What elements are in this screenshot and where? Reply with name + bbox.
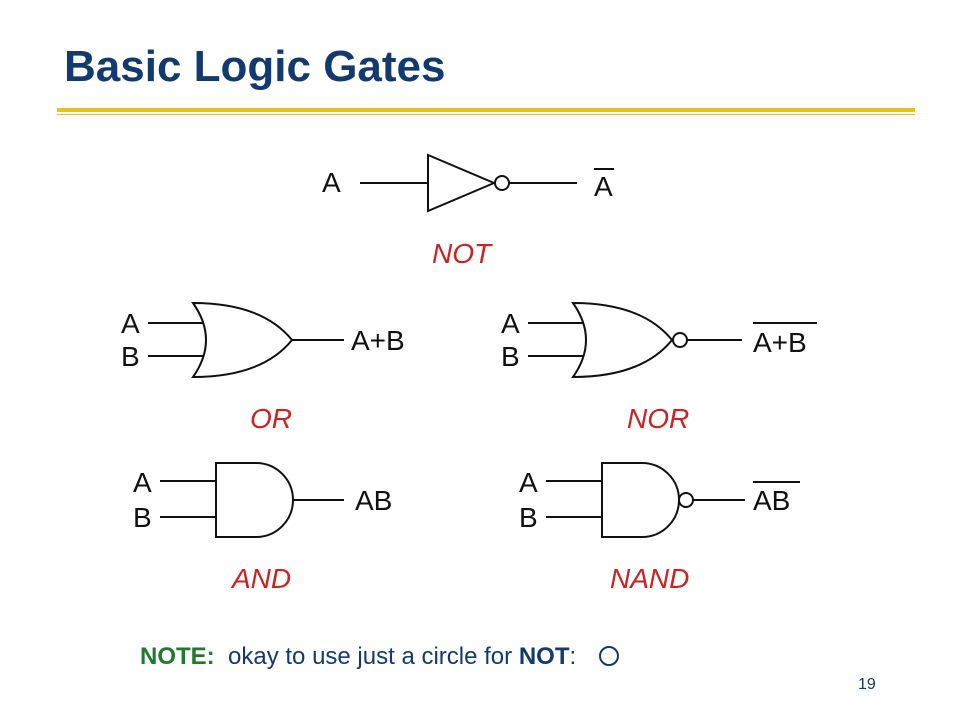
not-inversion-bubble (494, 175, 510, 191)
nand-output: AB (753, 485, 790, 516)
not-gate: A A NOT (322, 153, 614, 269)
not-gate-name: NOT (432, 238, 493, 269)
nor-input-b: B (501, 341, 520, 372)
and-input-a: A (133, 467, 152, 498)
and-input-b: B (133, 502, 152, 533)
slide-title: Basic Logic Gates (64, 42, 446, 91)
nand-gate-name: NAND (610, 563, 689, 594)
nand-inversion-bubble (678, 492, 694, 508)
note-line: NOTE: okay to use just a circle for NOT: (140, 643, 619, 671)
title-underline-thin (57, 114, 915, 115)
nand-body-icon (601, 462, 680, 538)
not-output: A (594, 171, 613, 202)
nor-output: A+B (753, 327, 807, 358)
or-body-icon (191, 301, 294, 379)
note-text-before: okay to use just a circle for (228, 643, 519, 670)
or-input-b: B (121, 341, 140, 372)
not-triangle-icon (427, 153, 497, 213)
or-input-a: A (121, 308, 140, 339)
or-gate-name: OR (250, 403, 292, 434)
or-output: A+B (351, 325, 405, 356)
and-output: AB (355, 485, 392, 516)
nand-gate: A B AB NAND (519, 462, 800, 594)
and-gate-name: AND (230, 563, 291, 594)
not-input-a: A (322, 167, 341, 198)
note-text: okay to use just a circle for NOT: (221, 643, 576, 670)
nor-inversion-bubble (672, 332, 688, 348)
nand-input-b: B (519, 502, 538, 533)
and-gate: A B AB AND (133, 462, 392, 594)
note-keyword: NOT (518, 643, 570, 670)
nand-input-a: A (519, 467, 538, 498)
nor-gate: A B A+B NOR (501, 301, 817, 434)
nor-body-icon (571, 301, 674, 379)
or-gate: A B A+B OR (121, 301, 405, 434)
nor-input-a: A (501, 308, 520, 339)
note-text-after: : (569, 643, 577, 670)
nor-gate-name: NOR (627, 403, 689, 434)
circle-icon (598, 645, 619, 666)
and-body-icon (215, 462, 294, 538)
page-number: 19 (858, 676, 876, 693)
note-label: NOTE: (140, 643, 215, 670)
title-underline (57, 108, 915, 112)
